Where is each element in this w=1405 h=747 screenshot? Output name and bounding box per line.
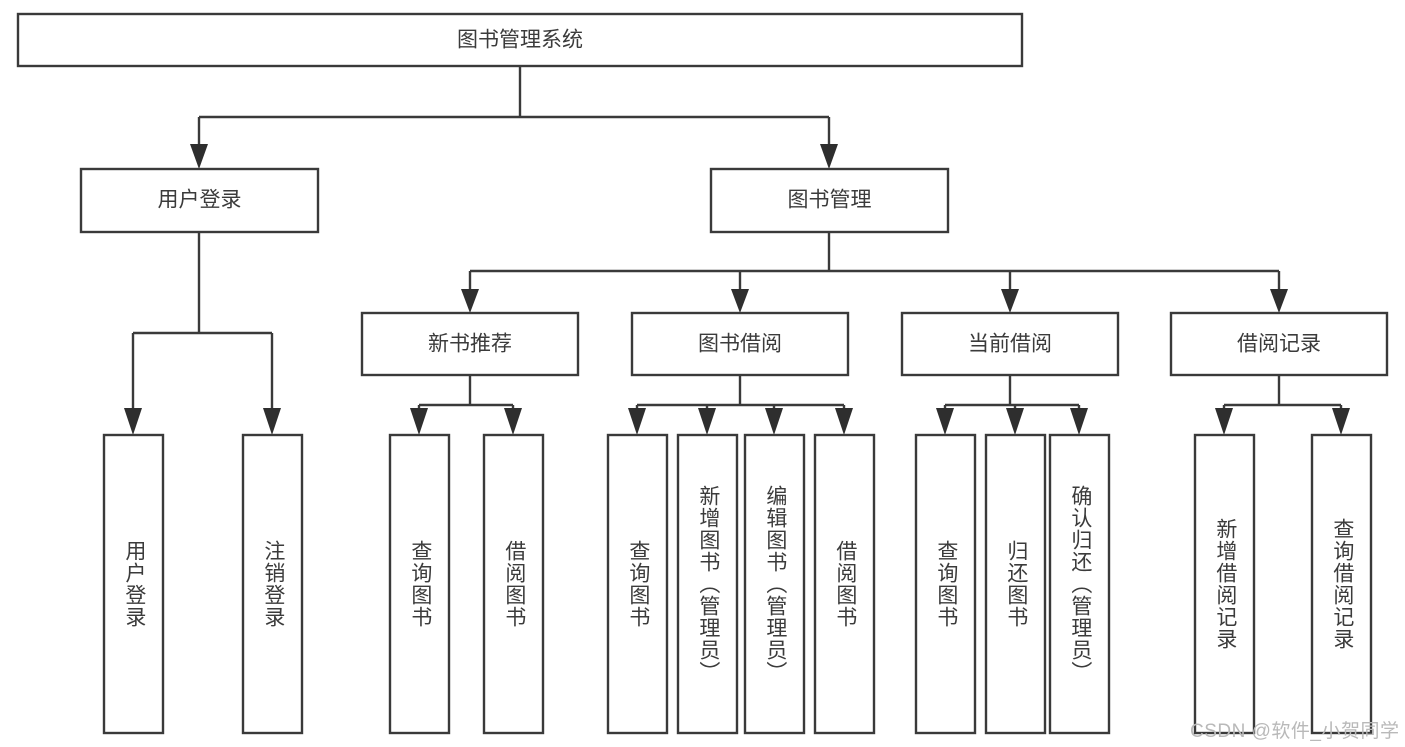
arrow-head-book-borrow bbox=[731, 289, 749, 313]
node-current-borrow-box[interactable] bbox=[900, 311, 1120, 377]
arrow-head-leaf-user-login bbox=[124, 408, 142, 435]
connector-group-user-login-children bbox=[124, 232, 281, 435]
node-borrow-records[interactable]: 借阅记录 bbox=[1169, 311, 1389, 377]
arrow-head-book-management bbox=[820, 144, 838, 169]
connector-group-new-book-recommend-children bbox=[410, 375, 522, 435]
node-current-borrow[interactable]: 当前借阅 bbox=[900, 311, 1120, 377]
node-leaf-logout-box[interactable] bbox=[241, 433, 304, 735]
node-book-borrow-label: 图书借阅 bbox=[698, 333, 782, 356]
arrow-head-leaf-confirm-return-admin bbox=[1070, 408, 1088, 435]
arrow-head-leaf-query-borrow-record bbox=[1332, 408, 1350, 435]
node-borrow-records-box[interactable] bbox=[1169, 311, 1389, 377]
arrow-head-user-login bbox=[190, 144, 208, 169]
arrow-head-leaf-logout bbox=[263, 408, 281, 435]
node-root[interactable]: 图书管理系统 bbox=[16, 12, 1024, 68]
arrow-head-leaf-add-borrow-record bbox=[1215, 408, 1233, 435]
arrow-head-leaf-edit-book-admin bbox=[765, 408, 783, 435]
leaf-boxes bbox=[102, 433, 1373, 735]
arrow-head-leaf-add-book-admin bbox=[698, 408, 716, 435]
node-new-book-recommend-label: 新书推荐 bbox=[428, 333, 512, 356]
connector-group-borrow-records-children bbox=[1215, 375, 1350, 435]
arrow-head-current-borrow bbox=[1001, 289, 1019, 313]
connector-group-current-borrow-children bbox=[936, 375, 1088, 435]
node-leaf-borrow-book-rec-box[interactable] bbox=[482, 433, 545, 735]
node-leaf-query-borrow-record-box[interactable] bbox=[1310, 433, 1373, 735]
node-leaf-return-book-box[interactable] bbox=[984, 433, 1047, 735]
node-borrow-records-label: 借阅记录 bbox=[1237, 333, 1321, 356]
node-leaf-user-login-box[interactable] bbox=[102, 433, 165, 735]
arrow-head-leaf-return-book bbox=[1006, 408, 1024, 435]
arrow-head-leaf-query-book-rec bbox=[410, 408, 428, 435]
node-new-book-recommend[interactable]: 新书推荐 bbox=[360, 311, 580, 377]
arrow-head-leaf-query-book-borrow bbox=[628, 408, 646, 435]
node-leaf-query-book-borrow-box[interactable] bbox=[606, 433, 669, 735]
connector-group-root-to-level2 bbox=[190, 66, 838, 169]
csdn-watermark: CSDN @软件_小贺同学 bbox=[1190, 721, 1400, 742]
connector-group-book-management-children bbox=[461, 232, 1288, 313]
node-book-management[interactable]: 图书管理 bbox=[709, 167, 950, 234]
node-user-login[interactable]: 用户登录 bbox=[79, 167, 320, 234]
node-book-borrow-box[interactable] bbox=[630, 311, 850, 377]
node-book-management-label: 图书管理 bbox=[788, 189, 872, 212]
arrow-head-leaf-borrow-book-rec bbox=[504, 408, 522, 435]
arrow-head-leaf-borrow-book bbox=[835, 408, 853, 435]
node-root-box[interactable] bbox=[16, 12, 1024, 68]
node-leaf-add-borrow-record-box[interactable] bbox=[1193, 433, 1256, 735]
node-current-borrow-label: 当前借阅 bbox=[968, 333, 1052, 356]
arrow-head-leaf-query-book-current bbox=[936, 408, 954, 435]
node-leaf-borrow-book-box[interactable] bbox=[813, 433, 876, 735]
node-leaf-query-book-current-box[interactable] bbox=[914, 433, 977, 735]
node-root-label: 图书管理系统 bbox=[457, 29, 583, 52]
node-leaf-query-book-rec-box[interactable] bbox=[388, 433, 451, 735]
node-book-borrow[interactable]: 图书借阅 bbox=[630, 311, 850, 377]
node-user-login-label: 用户登录 bbox=[158, 189, 242, 212]
node-leaf-edit-book-admin-box[interactable] bbox=[743, 433, 806, 735]
node-leaf-confirm-return-admin-box[interactable] bbox=[1048, 433, 1111, 735]
node-book-management-box[interactable] bbox=[709, 167, 950, 234]
node-leaf-add-book-admin-box[interactable] bbox=[676, 433, 739, 735]
node-user-login-box[interactable] bbox=[79, 167, 320, 234]
connector-group-book-borrow-children bbox=[628, 375, 853, 435]
arrow-head-new-book-recommend bbox=[461, 289, 479, 313]
arrow-head-borrow-records bbox=[1270, 289, 1288, 313]
node-new-book-recommend-box[interactable] bbox=[360, 311, 580, 377]
